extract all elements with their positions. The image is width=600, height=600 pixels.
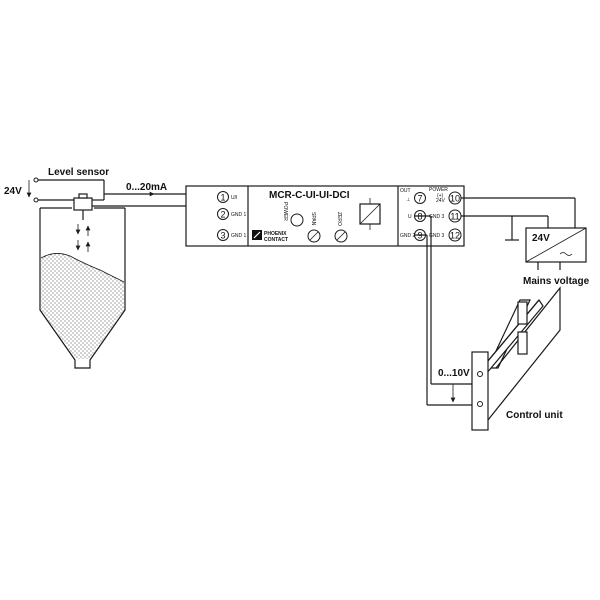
terminal-1-label: U/I [231, 195, 237, 201]
level-sensor-label: Level sensor [48, 167, 109, 178]
terminal-12-label: GND 3 [429, 233, 445, 239]
terminal-11: 11 GND 3 [429, 209, 462, 223]
control-unit-label: Control unit [506, 410, 563, 421]
power-led-icon [290, 213, 304, 227]
power-header: POWER [429, 187, 448, 193]
power-led-label: POWER [282, 202, 288, 221]
terminal-12-number: 12 [450, 231, 460, 241]
terminal-10-number: 10 [450, 194, 460, 204]
span-potentiometer-icon[interactable] [307, 229, 321, 243]
level-sensor-icon [73, 193, 93, 252]
terminal-3-number: 3 [220, 231, 225, 241]
terminal-3-label: GND 1 [231, 233, 247, 239]
terminal-2: 2 GND 1 [217, 208, 247, 220]
brand-line-2: CONTACT [264, 237, 288, 243]
terminal-11-label: GND 3 [429, 214, 445, 220]
terminal-12: 12 GND 3 [429, 228, 462, 242]
terminal-7-label: ⊥ [406, 197, 410, 203]
mains-voltage-label: Mains voltage [523, 276, 590, 287]
span-label: SPAN [310, 212, 316, 226]
isolation-symbol-icon [359, 198, 381, 230]
zero-label: ZERO [336, 212, 342, 226]
terminal-7-number: 7 [417, 194, 422, 204]
sensor-supply-wires [26, 177, 105, 203]
voltage-signal-label: 0...10V [438, 368, 470, 379]
supply-24v-label: 24V [4, 186, 22, 197]
power-24v-label: 24V [436, 198, 446, 204]
silo [39, 208, 126, 369]
terminal-1-number: 1 [220, 193, 225, 203]
silo-fill [41, 253, 124, 359]
psu-24v-icon [525, 227, 587, 263]
terminal-3: 3 GND 1 [217, 229, 247, 241]
control-unit-card-icon [471, 286, 561, 431]
phoenix-contact-logo: PHOENIX CONTACT [252, 230, 288, 243]
out-header: OUT [400, 188, 411, 194]
brand-line-1: PHOENIX [264, 231, 287, 237]
zero-potentiometer-icon[interactable] [334, 229, 348, 243]
terminal-8-label: U [408, 214, 412, 220]
terminal-11-number: 11 [450, 212, 459, 222]
current-signal-label: 0...20mA [126, 182, 167, 193]
psu-24v-label: 24V [532, 233, 550, 244]
power-plus-label: (+) [437, 193, 444, 199]
terminal-1: 1 U/I [217, 191, 237, 203]
device-model-label: MCR-C-UI-UI-DCI [269, 190, 350, 201]
terminal-2-label: GND 1 [231, 212, 247, 218]
terminal-2-number: 2 [220, 210, 225, 220]
terminal-7: 7 ⊥ [406, 192, 426, 204]
terminal-9-label: GND 2 [400, 233, 416, 239]
terminal-10: 10 [448, 191, 462, 205]
power-supply-wires [461, 197, 576, 270]
